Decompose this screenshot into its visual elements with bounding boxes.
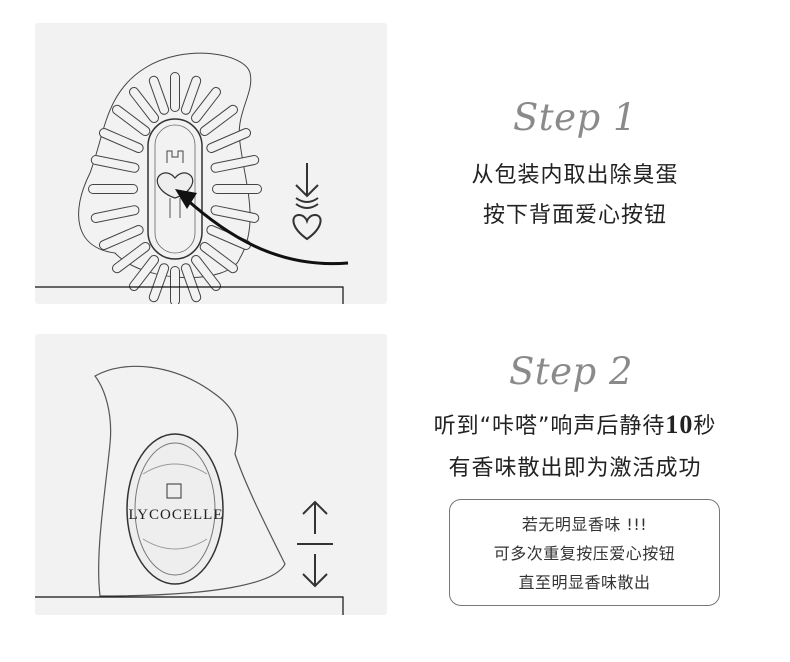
step2-line-1: 听到“咔嗒”响声后静待10秒 xyxy=(375,408,775,440)
table-edge xyxy=(35,286,344,304)
brand-logo-icon xyxy=(166,483,182,499)
step1-line-2: 按下背面爱心按钮 xyxy=(482,203,667,228)
rib xyxy=(130,256,158,290)
press-heart-icon xyxy=(292,163,322,241)
step2-title: Step 2 xyxy=(508,350,634,393)
deodorizer-back-illustration xyxy=(35,52,349,304)
rib xyxy=(113,242,150,273)
rib xyxy=(200,242,237,273)
rib-pattern xyxy=(88,72,262,304)
rib xyxy=(211,156,259,172)
rib xyxy=(192,88,220,122)
deodorizer-front-illustration: LYCOCELLE xyxy=(35,365,344,615)
step1-illustration xyxy=(35,23,387,304)
brand-label: LYCOCELLE xyxy=(129,507,224,523)
rib xyxy=(99,226,143,249)
rib xyxy=(181,76,201,114)
rib xyxy=(99,129,143,152)
tip-line-1: 若无明显香味 !!! xyxy=(521,515,648,534)
step2-illustration: LYCOCELLE xyxy=(35,334,387,615)
arrow-icon xyxy=(183,196,349,266)
table-edge xyxy=(35,596,344,615)
rib xyxy=(130,88,158,122)
rib xyxy=(207,129,251,152)
rib xyxy=(192,256,220,290)
step1-title: Step 1 xyxy=(512,96,638,139)
step2-line-2: 有香味散出即为激活成功 xyxy=(448,456,702,481)
tip-line-2: 可多次重复按压爱心按钮 xyxy=(493,544,676,563)
rib xyxy=(207,226,251,249)
step2-line-1-prefix: 听到“咔嗒”响声后静待 xyxy=(433,414,666,439)
tip-box: 若无明显香味 !!! 可多次重复按压爱心按钮 直至明显香味散出 xyxy=(449,499,720,606)
rib xyxy=(149,264,169,302)
rib xyxy=(181,264,201,302)
step2-line-1-suffix: 秒 xyxy=(693,414,717,439)
rib xyxy=(113,105,150,136)
rib xyxy=(211,206,259,222)
up-down-arrows-icon xyxy=(297,500,333,588)
rib xyxy=(149,76,169,114)
rib xyxy=(200,105,237,136)
step1-line-1: 从包装内取出除臭蛋 xyxy=(471,163,679,188)
rib xyxy=(91,156,139,172)
tip-line-3: 直至明显香味散出 xyxy=(518,573,651,592)
rib xyxy=(91,206,139,222)
wait-seconds: 10 xyxy=(665,410,694,439)
